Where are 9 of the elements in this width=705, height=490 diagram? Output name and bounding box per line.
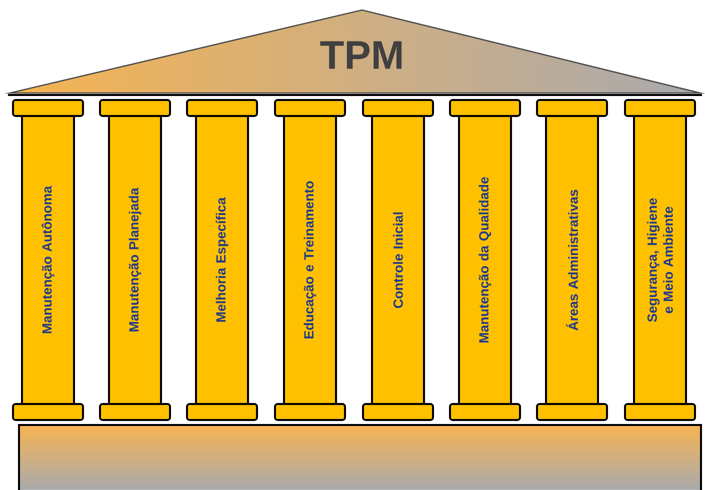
pillar: Manutenção da Qualidade [449, 99, 521, 421]
pillar: Educação e Treinamento [274, 99, 346, 421]
pillar: Melhoria Específica [186, 99, 258, 421]
pillar: Controle Inicial [362, 99, 434, 421]
temple-base [18, 424, 702, 490]
pillar: Manutenção Autônoma [12, 99, 84, 421]
pillar: Segurança, Higiene e Meio Ambiente [624, 99, 696, 421]
pillar: Áreas Administrativas [536, 99, 608, 421]
pillar: Manutenção Planejada [99, 99, 171, 421]
